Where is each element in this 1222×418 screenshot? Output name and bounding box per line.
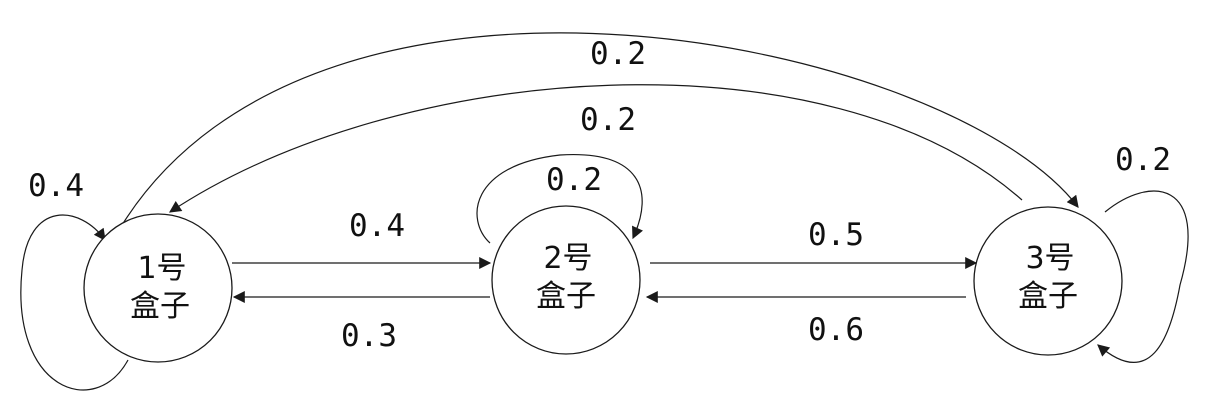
node-box3: 3号 盒子	[973, 206, 1123, 356]
edge-label-box3-to-box2: 0.6	[808, 312, 864, 348]
edge-box1-self-loop	[20, 214, 129, 391]
node-box2-label-line1: 2号	[543, 241, 592, 276]
edge-label-box1-to-box3: 0.2	[590, 36, 646, 72]
node-box1-label-line1: 1号	[137, 251, 186, 286]
node-box3-label-line2: 盒子	[1018, 279, 1078, 314]
edge-label-box3-self: 0.2	[1115, 142, 1171, 178]
edge-box3-to-box1	[168, 84, 1023, 213]
edge-box1-to-box3	[121, 32, 1079, 226]
edge-box2-self-loop	[476, 154, 643, 244]
edge-label-box1-to-box2: 0.4	[349, 208, 405, 244]
edge-label-box2-self: 0.2	[546, 162, 602, 198]
node-box2: 2号 盒子	[491, 205, 641, 355]
edge-label-box2-to-box1: 0.3	[341, 318, 397, 354]
node-box2-label-line2: 盒子	[536, 279, 596, 314]
node-box3-label-line1: 3号	[1025, 241, 1074, 276]
edge-label-box2-to-box3: 0.5	[808, 217, 864, 253]
node-box1-label-line2: 盒子	[130, 289, 190, 324]
edge-label-box1-self: 0.4	[28, 168, 84, 204]
edge-box3-self-loop	[1097, 190, 1189, 364]
node-box1: 1号 盒子	[83, 213, 233, 363]
edge-label-box3-to-box1: 0.2	[580, 102, 636, 138]
